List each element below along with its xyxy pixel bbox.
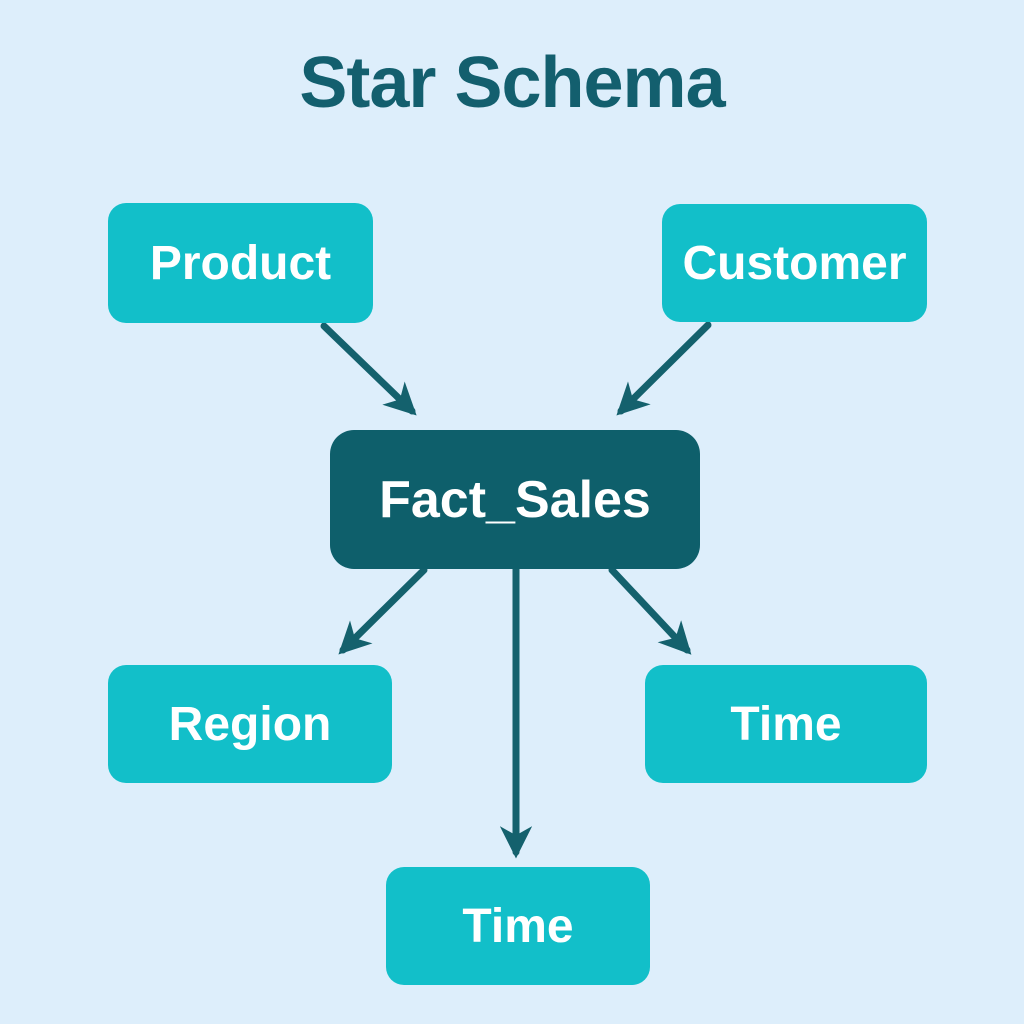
node-product: Product	[108, 203, 373, 323]
diagram-title: Star Schema	[299, 43, 725, 123]
node-fact-sales: Fact_Sales	[330, 430, 700, 569]
node-customer-label: Customer	[682, 236, 907, 290]
node-product-label: Product	[149, 236, 332, 290]
node-region-label: Region	[168, 697, 332, 751]
arrow-product-to-fact	[320, 322, 417, 416]
node-region: Region	[108, 665, 392, 783]
arrow-customer-to-fact	[616, 321, 712, 416]
node-fact-sales-label: Fact_Sales	[379, 470, 651, 529]
node-time-bottom-center-label: Time	[462, 899, 574, 953]
arrow-fact-to-region	[338, 566, 428, 655]
node-time-bottom-center: Time	[386, 867, 650, 985]
node-time-bottom-right-label: Time	[730, 697, 842, 751]
arrow-fact-to-time-right	[608, 566, 692, 655]
node-customer: Customer	[662, 204, 927, 322]
node-time-bottom-right: Time	[645, 665, 927, 783]
